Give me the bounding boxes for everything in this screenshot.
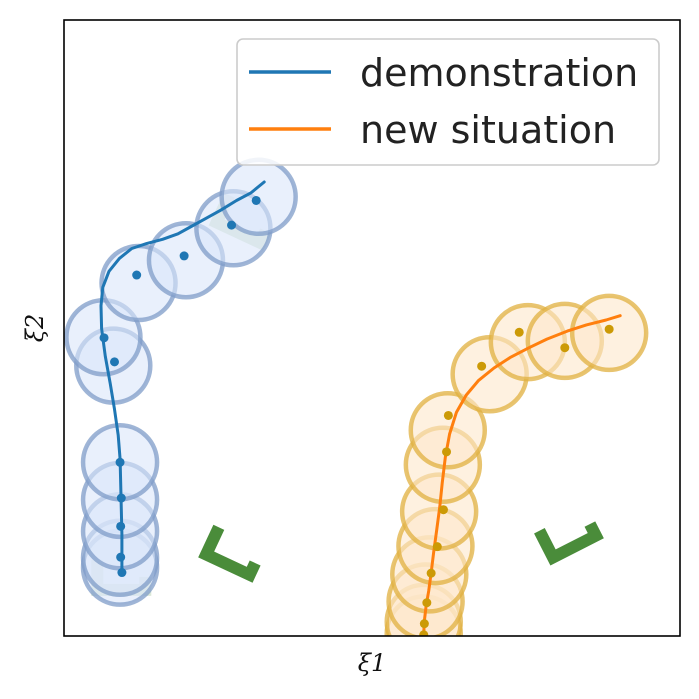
legend-label-demonstration: demonstration [360, 51, 638, 95]
demonstration-point-9 [227, 220, 237, 230]
demonstration-point-1 [116, 552, 126, 562]
demonstration-point-4 [115, 457, 125, 467]
plot-frame [63, 19, 681, 637]
circles-new-situation [384, 293, 649, 636]
obstacle-shape-0 [198, 524, 261, 583]
data-layer [64, 157, 649, 636]
demonstration-point-8 [179, 251, 189, 261]
y-axis-label: ξ2 [21, 314, 49, 343]
x-axis-label: ξ1 [358, 649, 387, 677]
demonstration-point-6 [99, 333, 109, 343]
demonstration-point-10 [251, 195, 261, 205]
demonstration-point-7 [132, 270, 142, 280]
new-situation-point-9 [514, 327, 524, 337]
new-situation-point-0 [419, 630, 429, 636]
new-situation-point-10 [560, 343, 570, 353]
new-situation-point-5 [438, 505, 448, 515]
markers-demonstration [99, 195, 261, 578]
new-situation-point-8 [477, 361, 487, 371]
new-situation-point-4 [432, 542, 442, 552]
legend: demonstration new situation [236, 38, 660, 166]
obstacle-2 [534, 521, 604, 566]
demonstration-point-0 [117, 568, 127, 578]
demonstration-point-2 [116, 521, 126, 531]
demonstration-point-3 [116, 493, 126, 503]
new-situation-point-7 [443, 410, 453, 420]
new-situation-point-11 [604, 324, 614, 334]
new-situation-point-1 [419, 619, 429, 629]
obstacle-shape-2 [534, 521, 604, 566]
new-situation-point-6 [442, 447, 452, 457]
markers-new-situation [419, 324, 614, 636]
new-situation-circle-7 [408, 391, 488, 470]
series-line-new-situation [422, 314, 622, 636]
legend-label-new-situation: new situation [360, 108, 616, 152]
series-line-demonstration [99, 180, 266, 575]
demonstration-point-5 [110, 357, 120, 367]
legend-box [236, 38, 660, 166]
obstacle-0 [198, 524, 261, 583]
new-situation-point-3 [426, 568, 436, 578]
new-situation-point-2 [422, 598, 432, 608]
